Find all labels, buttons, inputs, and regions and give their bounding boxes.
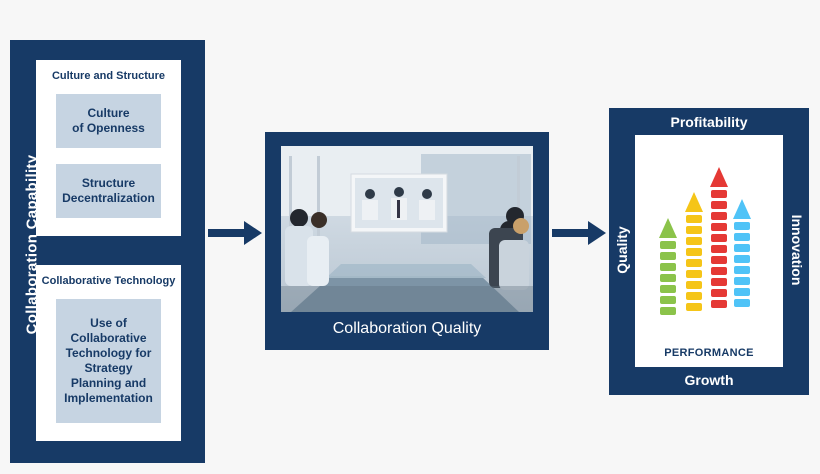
collaborative-technology-title: Collaborative Technology xyxy=(41,275,176,287)
performance-panel: PERFORMANCE xyxy=(635,135,783,367)
collaboration-quality-box: Collaboration Quality xyxy=(265,132,549,350)
technology-use-box: Use of Collaborative Technology for Stra… xyxy=(56,299,161,423)
performance-box: Profitability Growth Quality Innovation xyxy=(609,108,809,395)
structure-decentralization-box: Structure Decentralization xyxy=(56,164,161,218)
profitability-label: Profitability xyxy=(670,114,748,130)
culture-structure-panel: Culture and Structure Culture of Opennes… xyxy=(36,60,181,236)
right-arrow-icon xyxy=(208,221,262,245)
collaborative-technology-panel: Collaborative Technology Use of Collabor… xyxy=(36,265,181,441)
performance-word: PERFORMANCE xyxy=(664,347,754,359)
performance-bars-icon xyxy=(659,167,751,315)
quality-label: Quality xyxy=(614,226,630,274)
innovation-label: Innovation xyxy=(789,214,805,286)
culture-openness-box: Culture of Openness xyxy=(56,94,161,148)
right-arrow-icon xyxy=(552,221,606,245)
growth-label: Growth xyxy=(684,372,734,388)
culture-structure-title: Culture and Structure xyxy=(51,70,166,82)
collaboration-quality-label: Collaboration Quality xyxy=(332,320,482,337)
meeting-room-photo xyxy=(281,146,533,312)
